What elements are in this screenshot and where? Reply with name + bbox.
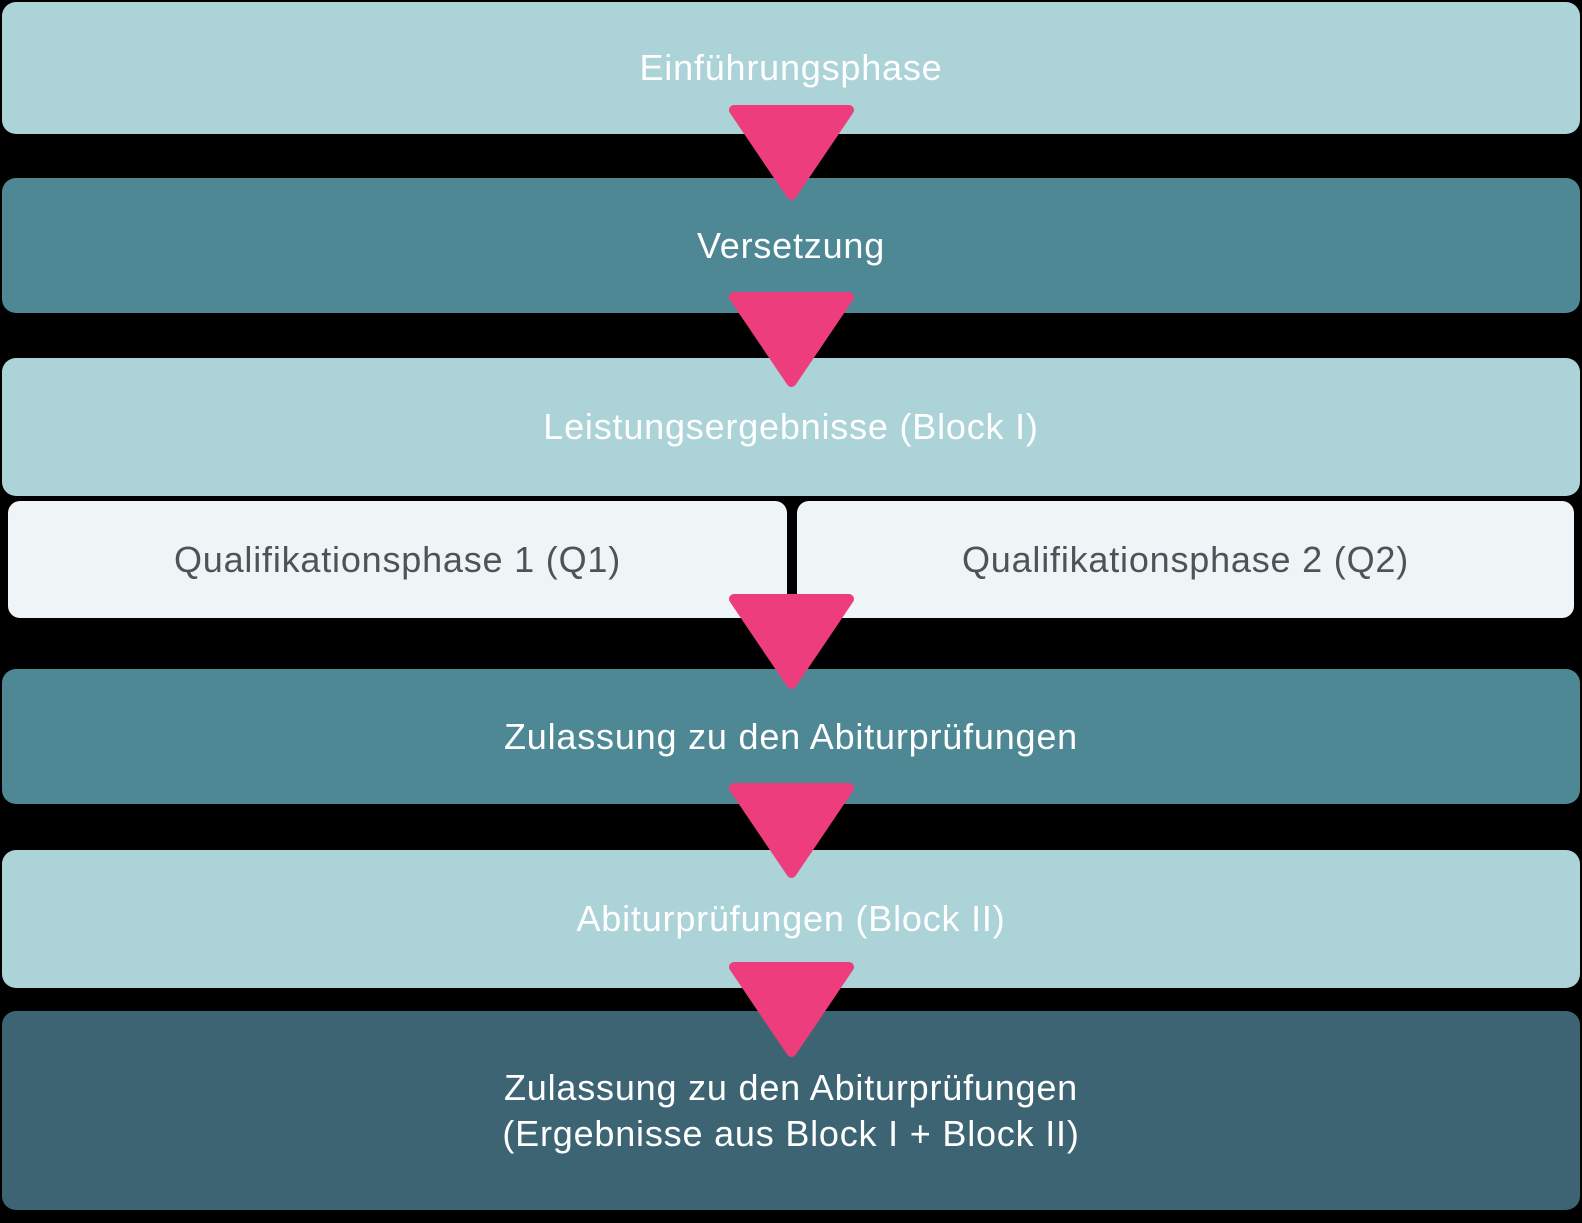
card-label: Qualifikationsphase 2 (Q2) (961, 538, 1410, 580)
down-arrow-icon (728, 961, 855, 1058)
down-arrow-icon (728, 782, 855, 879)
band-versetzung: Versetzung (2, 178, 1580, 313)
band-label: Zulassung zu den Abiturprüfungen (504, 715, 1078, 757)
down-arrow-icon (728, 104, 855, 201)
band-label: Leistungsergebnisse (Block I) (543, 406, 1039, 447)
band-label-line1: Zulassung zu den Abiturprüfungen (504, 1066, 1078, 1108)
down-arrow-icon (728, 291, 855, 388)
down-arrow-icon (728, 593, 855, 690)
band-zulassung-abiturpruefungen: Zulassung zu den Abiturprüfungen (2, 669, 1580, 804)
band-label-line2: (Ergebnisse aus Block I + Block II) (502, 1112, 1080, 1154)
band-label: Versetzung (696, 224, 886, 266)
band-label: Abiturprüfungen (Block II) (576, 898, 1006, 939)
band-label: Einführungsphase (639, 47, 943, 88)
card-label: Qualifikationsphase 1 (Q1) (173, 538, 622, 580)
card-qualifikationsphase-2: Qualifikationsphase 2 (Q2) (797, 501, 1574, 618)
card-qualifikationsphase-1: Qualifikationsphase 1 (Q1) (8, 501, 787, 618)
